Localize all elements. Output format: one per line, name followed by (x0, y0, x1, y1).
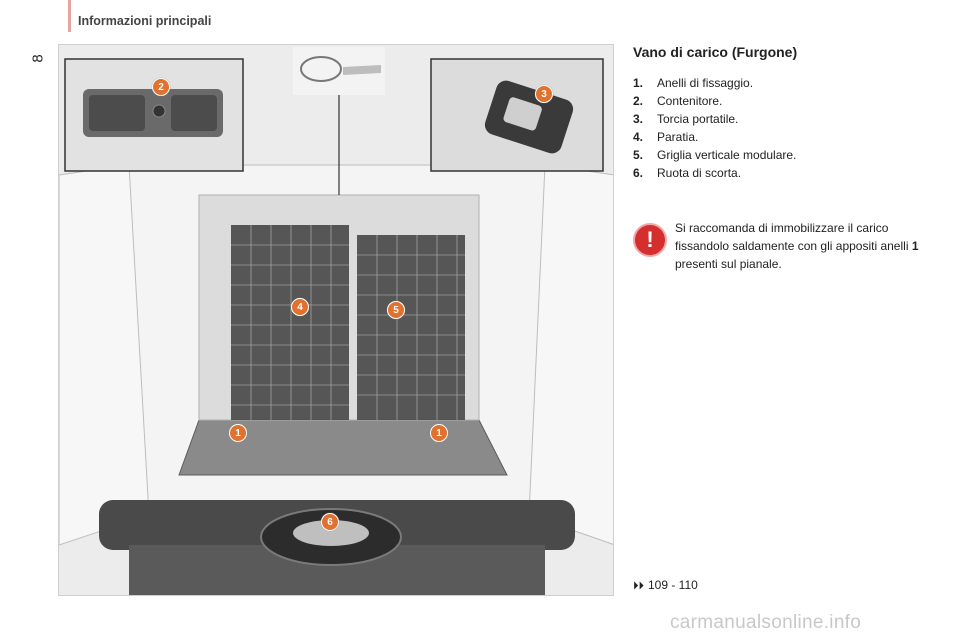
header-accent-bar (68, 0, 71, 32)
callout-3: 3 (535, 85, 553, 103)
page-header-title: Informazioni principali (78, 14, 212, 28)
watermark: carmanualsonline.info (670, 612, 862, 633)
callout-2: 2 (152, 78, 170, 96)
callout-1-left: 1 (229, 424, 247, 442)
reference-pages: 109 - 110 (648, 578, 698, 592)
warning-text: Si raccomanda di immobilizzare il carico… (675, 221, 919, 271)
section-title: Vano di carico (Furgone) (633, 44, 798, 60)
list-item: 1.Anelli di fissaggio. (633, 76, 754, 90)
double-arrow-icon: ⏵⏵ (633, 580, 644, 592)
list-item: 6.Ruota di scorta. (633, 166, 742, 180)
page-reference[interactable]: ⏵⏵ 109 - 110 (633, 578, 698, 593)
list-item: 5.Griglia verticale modulare. (633, 148, 797, 162)
callout-4: 4 (291, 298, 309, 316)
parts-list: 1.Anelli di fissaggio. 2.Contenitore. 3.… (633, 74, 933, 182)
callout-5: 5 (387, 301, 405, 319)
page-number: 8 (29, 54, 47, 63)
cargo-section: Vano di carico (Furgone) 1.Anelli di fis… (633, 44, 933, 182)
callout-1-right: 1 (430, 424, 448, 442)
warning-note: ! Si raccomanda di immobilizzare il cari… (633, 219, 923, 273)
van-cargo-drawing (59, 45, 613, 595)
warning-icon: ! (633, 223, 667, 257)
list-item: 3.Torcia portatile. (633, 112, 739, 126)
callout-6: 6 (321, 513, 339, 531)
list-item: 4.Paratia. (633, 130, 699, 144)
cargo-area-illustration: 2 3 4 5 1 1 6 (58, 44, 614, 596)
list-item: 2.Contenitore. (633, 94, 723, 108)
